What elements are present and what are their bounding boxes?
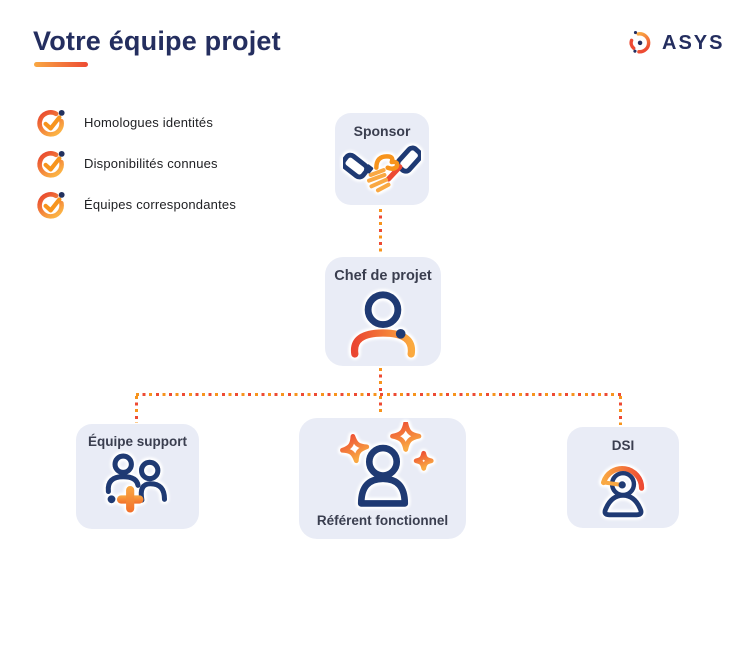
- checklist-item-label: Homologues identités: [84, 115, 214, 130]
- title-underline: [34, 62, 88, 67]
- team-plus-icon: [105, 453, 167, 513]
- checklist: Homologues identités Disponibilités conn…: [36, 106, 236, 229]
- checklist-item-label: Équipes correspondantes: [84, 197, 237, 212]
- node-card-equipe-support: Équipe support: [76, 424, 199, 529]
- checklist-item: Disponibilités connues: [36, 147, 236, 180]
- node-title: Référent fonctionnel: [316, 513, 449, 528]
- checklist-item: Équipes correspondantes: [36, 188, 236, 221]
- edge-chef-to-bus: [379, 368, 382, 393]
- edge-sponsor-chef: [379, 209, 382, 254]
- node-card-dsi: DSI: [567, 427, 679, 528]
- asys-logo-icon: [629, 30, 651, 54]
- person-icon: [350, 290, 416, 358]
- check-circle-icon: [37, 191, 65, 219]
- asys-logo: ASYS: [627, 30, 724, 57]
- edge-to-dsi: [619, 396, 622, 425]
- node-title: Sponsor: [353, 123, 411, 139]
- check-circle-icon: [37, 150, 65, 178]
- person-sparkles-icon: [339, 422, 434, 507]
- node-card-chef-de-projet: Chef de projet: [325, 257, 441, 366]
- node-card-referent-fonctionnel: Référent fonctionnel: [299, 418, 466, 539]
- edge-horizontal-bus: [136, 393, 622, 396]
- node-title: Équipe support: [88, 434, 187, 449]
- edge-to-referent: [379, 396, 382, 416]
- page-title: Votre équipe projet: [33, 26, 281, 56]
- edge-to-equipe-support: [135, 396, 138, 423]
- node-title: Chef de projet: [334, 268, 432, 284]
- checklist-item-label: Disponibilités connues: [84, 156, 218, 171]
- checklist-item: Homologues identités: [36, 106, 236, 139]
- handshake-icon: [343, 145, 421, 193]
- check-circle-icon: [37, 109, 65, 137]
- node-card-sponsor: Sponsor: [335, 113, 429, 205]
- asys-logo-text: ASYS: [662, 32, 725, 54]
- person-headset-icon: [600, 465, 645, 517]
- node-title: DSI: [611, 438, 635, 453]
